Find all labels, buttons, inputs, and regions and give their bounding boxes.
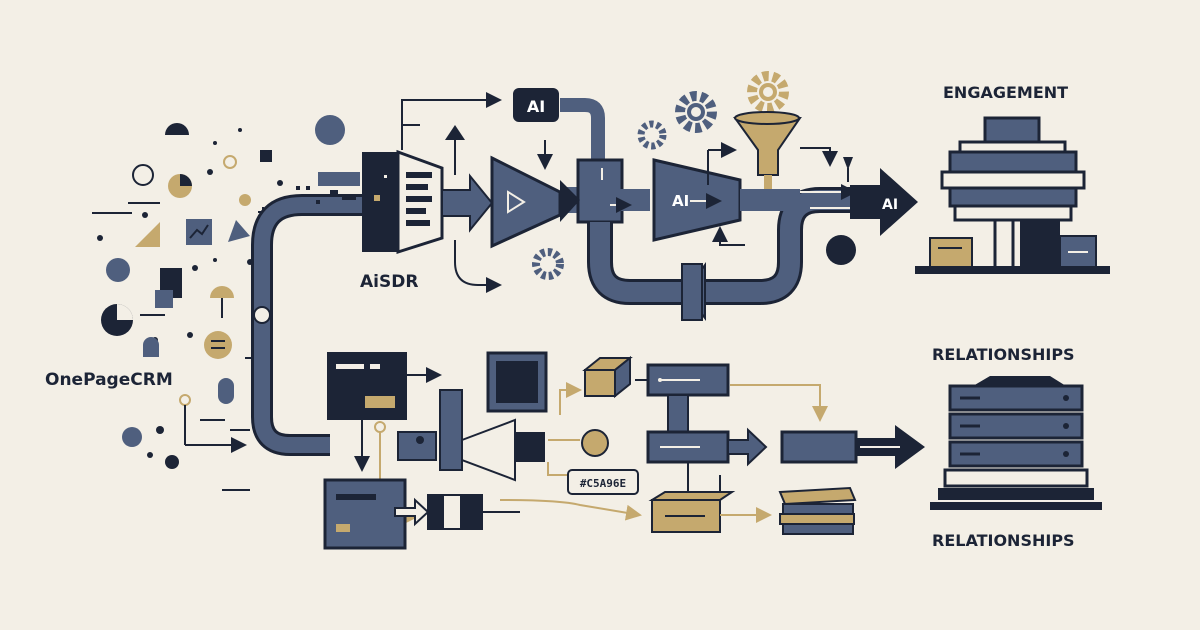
mushroom-icon — [210, 286, 234, 298]
source-icon-cloud — [92, 115, 345, 491]
square-icon — [260, 150, 272, 162]
source-label: OnePageCRM — [45, 370, 173, 390]
book-stack-icon — [778, 486, 857, 535]
crm-card — [327, 352, 407, 420]
dot-icon — [826, 235, 856, 265]
svg-text:AI: AI — [527, 97, 545, 116]
mountain-icon — [228, 220, 250, 242]
circle-icon — [315, 115, 345, 145]
ai-output-arrow: AI — [850, 168, 918, 236]
gear-icon — [675, 91, 717, 133]
engagement-building — [915, 116, 1110, 274]
aisdr-processor — [362, 149, 444, 255]
engagement-label: ENGAGEMENT — [943, 83, 1068, 102]
server-stack — [930, 376, 1102, 510]
color-tag: #C5A96E — [567, 469, 639, 495]
aisdr-label: AiSDR — [360, 272, 418, 292]
flow-arrow — [441, 173, 494, 233]
svg-text:#C5A96E: #C5A96E — [580, 477, 626, 490]
ai-stage-middle: AI — [652, 158, 742, 242]
arch-icon — [143, 337, 159, 357]
half-circle-icon — [165, 123, 189, 135]
gear-icon — [532, 248, 564, 280]
capsule-icon — [218, 378, 234, 404]
svg-text:AI: AI — [882, 197, 898, 213]
ai-feed-pipe — [560, 98, 605, 160]
ring-icon — [132, 164, 154, 186]
data-stream — [296, 172, 360, 204]
relationships-label-bottom: RELATIONSHIPS — [932, 531, 1075, 550]
gold-node — [581, 429, 609, 457]
relationships-label-top: RELATIONSHIPS — [932, 345, 1075, 364]
gear-icon — [747, 71, 789, 113]
package-icon — [582, 355, 633, 399]
classifier-prism — [490, 155, 562, 249]
gear-icon — [637, 120, 667, 150]
dot-icon — [106, 258, 130, 282]
funnel-icon — [733, 111, 802, 176]
ai-badge-top: AI — [513, 88, 559, 122]
triangle-icon — [135, 222, 160, 247]
svg-text:AI: AI — [672, 192, 689, 210]
doc-card — [323, 478, 407, 550]
chat-bubble-icon — [204, 331, 232, 359]
